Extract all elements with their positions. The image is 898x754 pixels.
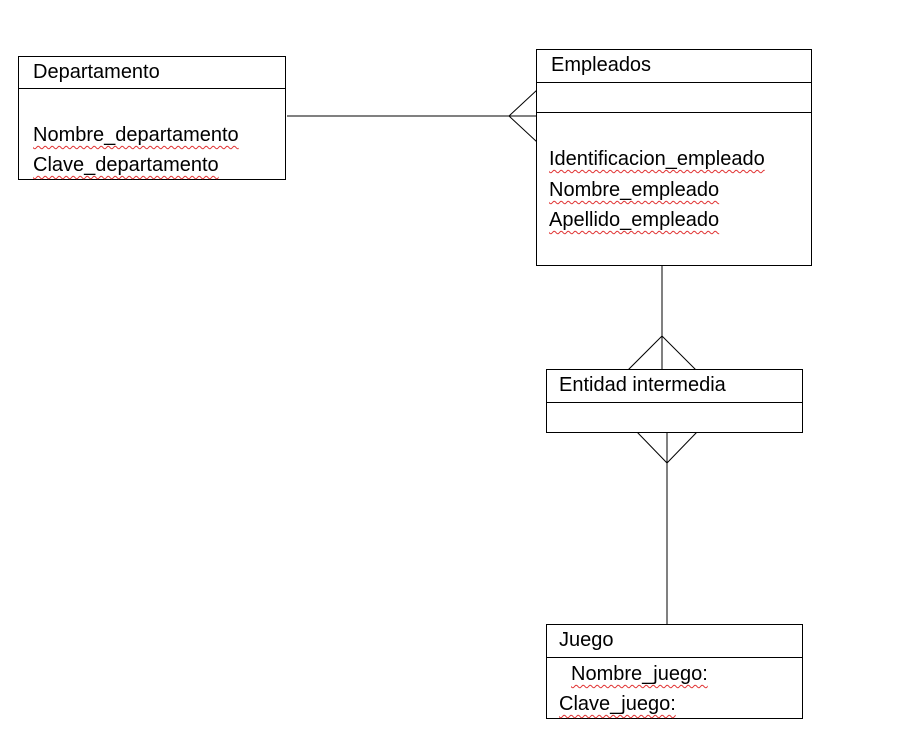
crows-foot-upper [508,89,538,117]
attribute-clave-departamento: Clave_departamento [33,154,219,176]
crows-foot-right [661,335,697,371]
crows-foot-left [627,335,663,371]
entity-title: Empleados [537,50,811,83]
entity-title: Juego [547,625,802,658]
relationship-juego-intermedia [636,431,698,625]
entity-juego[interactable]: Juego Nombre_juego: Clave_juego: [546,624,803,719]
attribute-nombre-juego: Nombre_juego: [571,663,708,685]
entity-divider [537,112,811,113]
entity-empleados[interactable]: Empleados Identificacion_empleado Nombre… [536,49,812,266]
attribute-nombre-empleado: Nombre_empleado [549,179,720,201]
attribute-nombre-departamento: Nombre_departamento [33,124,239,146]
relationship-departamento-empleados [287,89,538,143]
attribute-identificacion-empleado: Identificacion_empleado [549,148,765,170]
entity-title: Entidad intermedia [547,370,802,403]
entity-title: Departamento [19,57,285,89]
entity-departamento[interactable]: Departamento Nombre_departamento Clave_d… [18,56,286,180]
attribute-clave-juego: Clave_juego: [559,693,676,715]
entity-intermedia[interactable]: Entidad intermedia [546,369,803,433]
crows-foot-right [666,431,698,464]
crows-foot-lower [508,115,538,143]
crows-foot-left [636,431,668,464]
attribute-apellido-empleado: Apellido_empleado [549,209,720,231]
